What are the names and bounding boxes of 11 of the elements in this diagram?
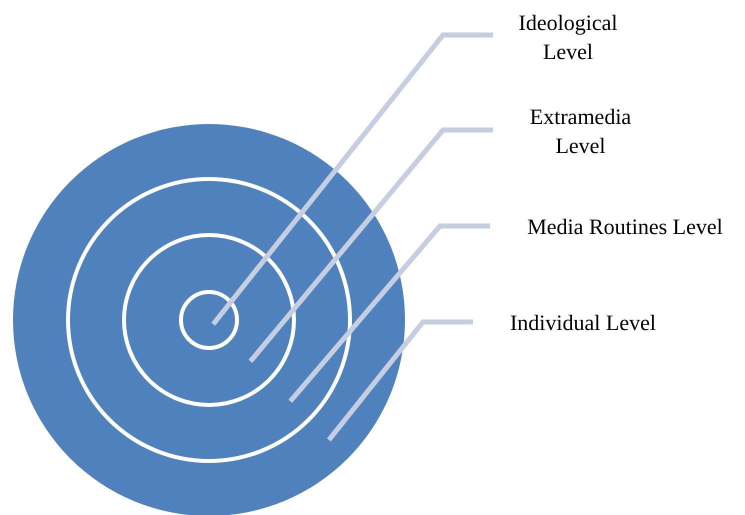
leader-line — [288, 224, 490, 403]
ring-circle — [66, 177, 352, 463]
level-label: Media Routines Level — [505, 212, 745, 241]
level-label: Extramedia Level — [508, 102, 653, 160]
level-label: Individual Level — [488, 308, 678, 337]
leader-line — [211, 32, 493, 326]
ring-circle — [122, 233, 296, 407]
level-label: Ideological Level — [508, 8, 628, 66]
leader-line — [248, 128, 493, 363]
ring-circle — [179, 290, 239, 350]
leader-line — [326, 320, 473, 442]
